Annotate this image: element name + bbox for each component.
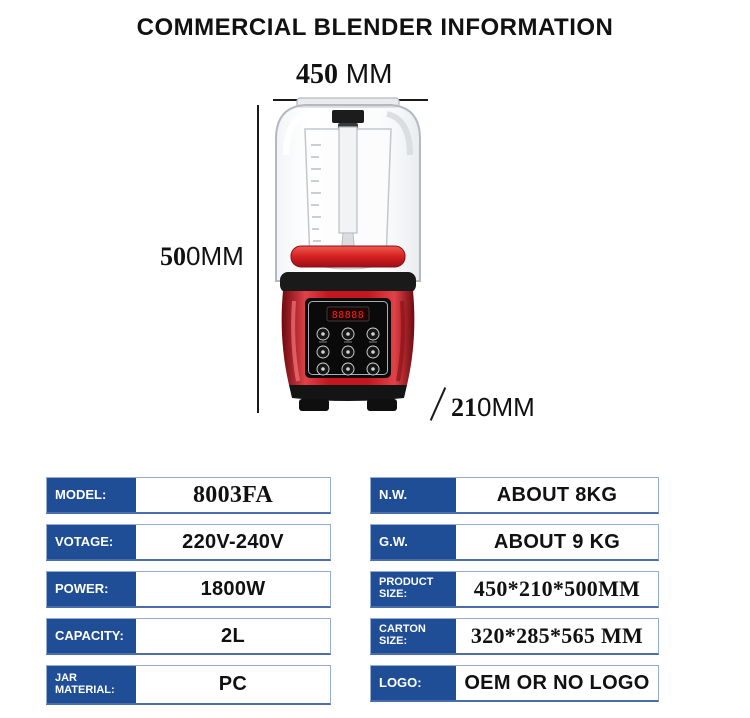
height-dimension-value: 50 bbox=[160, 242, 186, 271]
blender-collar bbox=[280, 272, 416, 293]
spec-label-carton-size: CARTON SIZE: bbox=[371, 619, 456, 653]
depth-dimension-value: 21 bbox=[451, 393, 477, 422]
spec-table-right: N.W. ABOUT 8KG G.W. ABOUT 9 KG PRODUCT S… bbox=[370, 477, 659, 712]
spec-value-power: 1800W bbox=[200, 577, 266, 600]
spec-value-jar-material: PC bbox=[218, 673, 248, 695]
spec-row-gross-weight: G.W. ABOUT 9 KG bbox=[370, 524, 659, 561]
spec-label-power: POWER: bbox=[47, 572, 136, 606]
spec-value-gross-weight: ABOUT 9 KG bbox=[493, 530, 621, 553]
spec-table-left: MODEL: 8003FA VOTAGE: 220V-240V POWER: 1… bbox=[46, 477, 331, 715]
spec-value-product-size: 450*210*500MM bbox=[473, 576, 641, 601]
spec-value-model: 8003FA bbox=[192, 481, 273, 508]
height-dimension-label: 500MM bbox=[160, 241, 244, 272]
spec-row-net-weight: N.W. ABOUT 8KG bbox=[370, 477, 659, 514]
led-display-digits: 88888 bbox=[332, 310, 365, 321]
spec-value-logo: OEM OR NO LOGO bbox=[464, 671, 650, 694]
spec-label-model: MODEL: bbox=[47, 478, 136, 512]
height-dimension-line bbox=[257, 105, 259, 413]
spec-row-power: POWER: 1800W bbox=[46, 571, 331, 608]
depth-dimension-label: 210MM bbox=[451, 392, 535, 423]
spec-row-jar-material: JAR MATERIAL: PC bbox=[46, 665, 331, 705]
depth-dimension-unit: 0MM bbox=[477, 392, 535, 422]
spec-row-capacity: CAPACITY: 2L bbox=[46, 618, 331, 655]
spec-label-jar-material: JAR MATERIAL: bbox=[47, 666, 136, 703]
spec-row-carton-size: CARTON SIZE: 320*285*565 MM bbox=[370, 618, 659, 655]
spec-row-model: MODEL: 8003FA bbox=[46, 477, 331, 514]
blender-foot bbox=[289, 385, 407, 411]
width-dimension-value: 450 bbox=[296, 59, 338, 90]
spec-label-gross-weight: G.W. bbox=[371, 525, 456, 559]
led-display bbox=[326, 306, 370, 322]
width-dimension-label: 450 MM bbox=[296, 58, 392, 91]
width-dimension-unit: MM bbox=[338, 58, 393, 89]
spec-label-net-weight: N.W. bbox=[371, 478, 456, 512]
spec-label-logo: LOGO: bbox=[371, 666, 456, 700]
spec-value-net-weight: ABOUT 8KG bbox=[496, 483, 618, 506]
page-title: COMMERCIAL BLENDER INFORMATION bbox=[136, 14, 614, 41]
spec-label-product-size: PRODUCT SIZE: bbox=[371, 572, 456, 606]
blender-handle-bar bbox=[290, 245, 406, 268]
spec-label-capacity: CAPACITY: bbox=[47, 619, 136, 653]
spec-row-product-size: PRODUCT SIZE: 450*210*500MM bbox=[370, 571, 659, 608]
spec-value-carton-size: 320*285*565 MM bbox=[470, 623, 644, 648]
spec-label-voltage: VOTAGE: bbox=[47, 525, 136, 559]
control-panel: 88888 bbox=[305, 298, 391, 378]
spec-row-logo: LOGO: OEM OR NO LOGO bbox=[370, 665, 659, 702]
height-dimension-unit: 0MM bbox=[186, 241, 244, 271]
spec-value-capacity: 2L bbox=[221, 624, 245, 647]
spec-value-voltage: 220V-240V bbox=[182, 530, 284, 553]
spec-row-voltage: VOTAGE: 220V-240V bbox=[46, 524, 331, 561]
product-image: 88888 bbox=[275, 97, 421, 411]
